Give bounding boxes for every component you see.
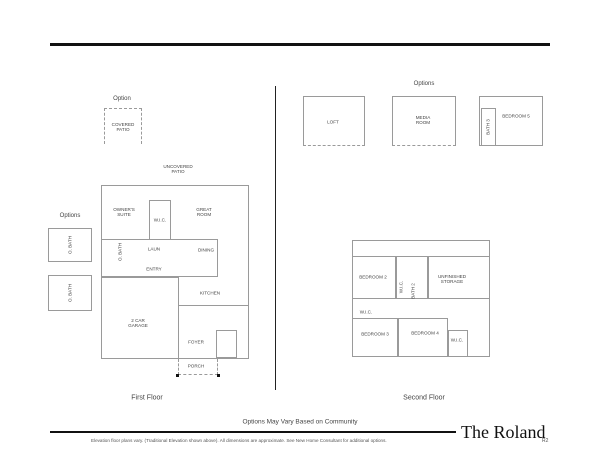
porch-column: [217, 374, 220, 377]
porch-outline: [178, 359, 218, 375]
floor-divider: [275, 86, 276, 390]
room-option-bath-1: O. BATH: [67, 235, 73, 255]
top-rule: [50, 43, 550, 46]
bedroom-4-walls: [398, 318, 448, 357]
loft-outline: [303, 96, 365, 146]
room-entry: ENTRY: [146, 266, 162, 272]
room-wic-c: W.I.C.: [450, 337, 464, 343]
revision: R2: [542, 438, 549, 444]
stair-walls: [216, 330, 237, 358]
storage-walls: [428, 256, 490, 299]
kitchen-wall: [179, 305, 249, 307]
room-uncovered-patio: UNCOVERED PATIO: [163, 164, 193, 174]
room-wic-b: W.I.C.: [359, 309, 373, 315]
bedroom-3-walls: [352, 318, 398, 357]
garage-walls: [101, 277, 179, 359]
laundry-walls: [101, 239, 218, 277]
plan-name: The Roland: [461, 422, 546, 442]
room-covered-patio: COVERED PATIO: [111, 122, 135, 132]
option-label: Option: [113, 96, 131, 102]
option-bath-2: [48, 275, 92, 311]
second-floor-caption: Second Floor: [403, 394, 445, 402]
footer-rule: [50, 431, 456, 433]
room-bedroom-3: BEDROOM 3: [361, 331, 389, 337]
room-owners-suite: OWNER'S SUITE: [113, 207, 135, 217]
room-porch: PORCH: [187, 363, 205, 369]
room-wic-a: W.I.C.: [398, 280, 404, 294]
room-laun: LAUN: [147, 246, 161, 252]
room-kitchen: KITCHEN: [199, 290, 221, 296]
disclaimer: Elevation floor plans vary. (Traditional…: [91, 438, 387, 443]
room-bedroom-2: BEDROOM 2: [359, 274, 387, 280]
room-foyer: FOYER: [188, 339, 204, 345]
room-dining: DINING: [197, 247, 215, 253]
room-great-room: GREAT ROOM: [196, 207, 212, 217]
covered-patio-outline: [104, 108, 142, 144]
room-unfinished-storage: UNFINISHED STORAGE: [437, 274, 467, 284]
room-bedroom-5: BEDROOM 5: [502, 113, 530, 119]
wic-c-walls: [448, 330, 468, 357]
porch-column: [176, 374, 179, 377]
room-bedroom-4: BEDROOM 4: [411, 330, 439, 336]
room-bath-3: BATH 3: [485, 119, 491, 135]
room-garage: 2 CAR GARAGE: [128, 318, 148, 328]
media-room-outline: [392, 96, 456, 146]
options-label: Options: [59, 213, 81, 219]
option-bath-1: [48, 228, 92, 262]
options-label: Options: [413, 81, 435, 87]
first-floor-caption: First Floor: [131, 394, 163, 402]
room-o-bath: O. BATH: [117, 242, 123, 262]
options-note: Options May Vary Based on Community: [242, 418, 358, 426]
bath-3-walls: [481, 108, 496, 146]
bedroom-2-walls: [352, 256, 396, 299]
bedroom-5-outline: [479, 96, 543, 146]
room-loft: LOFT: [327, 119, 339, 125]
room-media-room: MEDIA ROOM: [415, 115, 431, 125]
room-bath-2: BATH 2: [410, 283, 416, 299]
room-wic: W.I.C.: [153, 217, 167, 223]
bath-2-walls: [396, 256, 428, 299]
room-option-bath-2: O. BATH: [67, 283, 73, 303]
